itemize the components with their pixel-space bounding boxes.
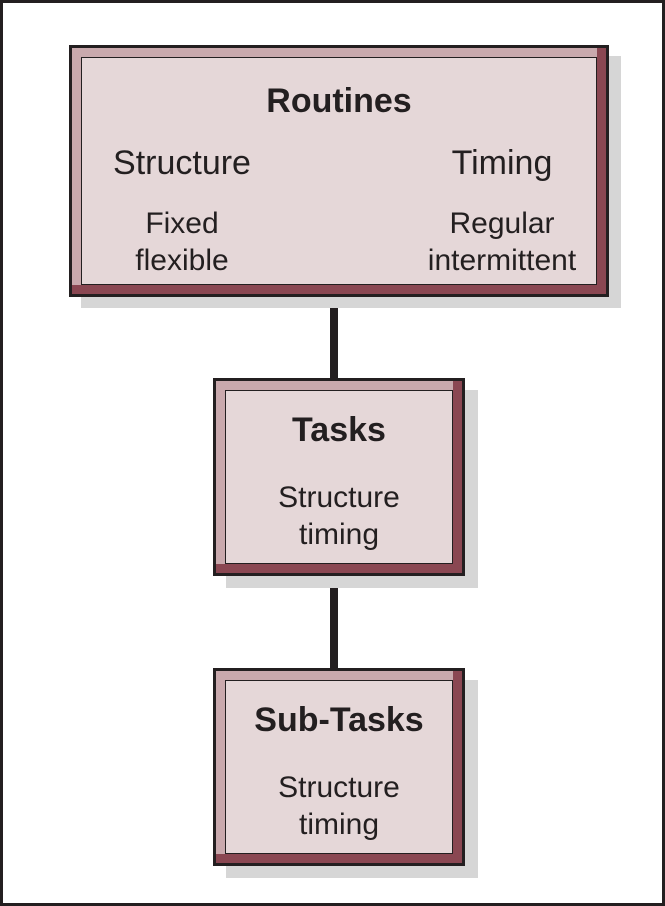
routines-timing-line1: Regular bbox=[449, 207, 555, 240]
connector-routines-tasks bbox=[330, 305, 338, 385]
routines-structure-line2: flexible bbox=[135, 244, 229, 277]
connector-tasks-subtasks bbox=[330, 583, 338, 675]
tasks-title: Tasks bbox=[292, 411, 386, 449]
tasks-line2: timing bbox=[298, 518, 380, 551]
routines-title: Routines bbox=[266, 82, 412, 120]
tasks-line1: Structure bbox=[278, 481, 400, 514]
routines-structure-heading: Structure bbox=[113, 144, 251, 182]
routines-box: Routines Structure Timing Fixed flexible… bbox=[69, 45, 609, 297]
tasks-box: Tasks Structure timing bbox=[213, 378, 465, 576]
subtasks-line2: timing bbox=[298, 808, 380, 841]
routines-timing-heading: Timing bbox=[451, 144, 553, 182]
subtasks-box: Sub-Tasks Structure timing bbox=[213, 668, 465, 866]
subtasks-title: Sub-Tasks bbox=[254, 701, 424, 739]
routines-structure-line1: Fixed bbox=[145, 207, 219, 240]
routines-timing-line2: intermittent bbox=[427, 244, 577, 277]
subtasks-line1: Structure bbox=[278, 771, 400, 804]
